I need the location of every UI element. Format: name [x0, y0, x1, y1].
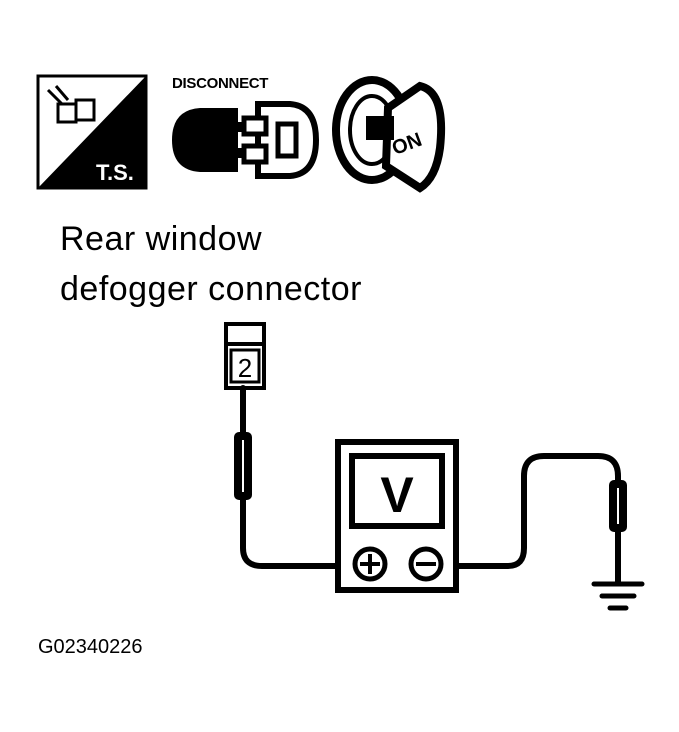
negative-probe: [609, 480, 627, 532]
ignition-on-icon: ON: [332, 76, 446, 193]
terminal-number: 2: [238, 353, 252, 383]
positive-lead-lower: [240, 497, 353, 569]
positive-probe: [234, 432, 252, 500]
ts-label: T.S.: [96, 160, 134, 185]
disconnect-icon: [172, 101, 320, 179]
caption-line-2: defogger connector: [60, 270, 362, 308]
caption-line-1: Rear window: [60, 220, 263, 258]
defogger-connector: 2: [224, 322, 266, 390]
meter-display: [349, 453, 445, 529]
terminal-box: [229, 348, 261, 384]
meter-unit-label: V: [380, 467, 414, 523]
wiring: [240, 385, 621, 585]
ground-icon: [591, 581, 645, 611]
negative-lead: [437, 453, 621, 569]
figure-code: G02340226: [38, 636, 143, 658]
ts-icon: T.S.: [36, 74, 148, 190]
negative-terminal-icon: [408, 546, 444, 582]
connector-glyph-icon: [46, 85, 96, 124]
voltmeter: V: [335, 439, 459, 593]
positive-terminal-icon: [352, 546, 388, 582]
disconnect-label: DISCONNECT: [172, 75, 269, 92]
